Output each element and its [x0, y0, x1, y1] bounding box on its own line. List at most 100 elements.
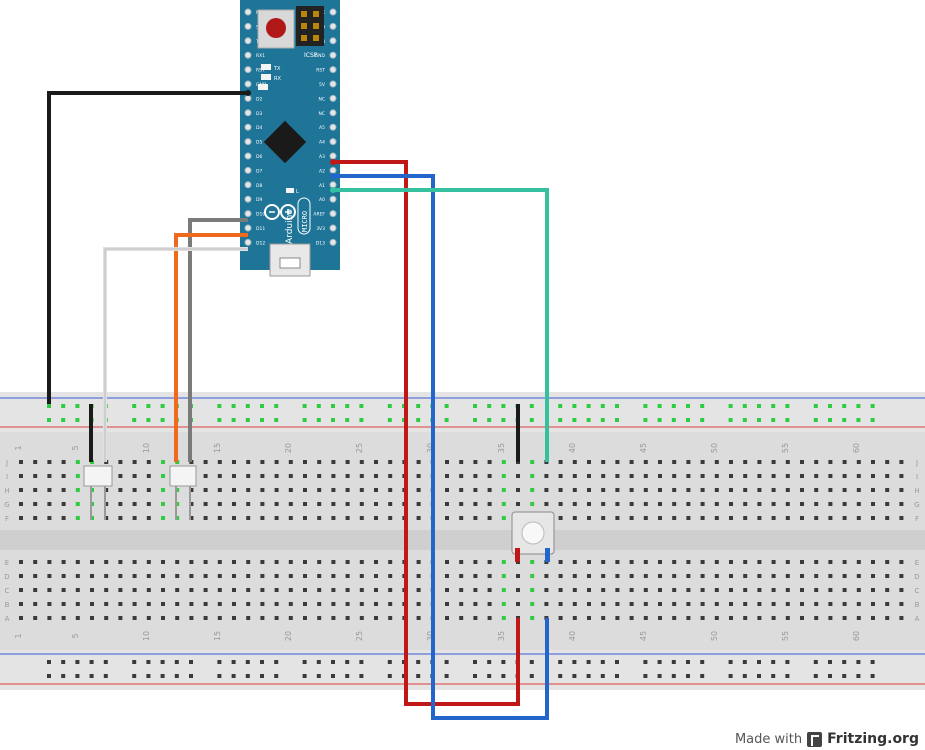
- breadboard-hole: [572, 560, 577, 564]
- breadboard-hole: [47, 460, 52, 464]
- breadboard-hole: [345, 488, 350, 492]
- wire-end-caps: [245, 90, 336, 193]
- breadboard-hole: [217, 404, 222, 408]
- breadboard-hole: [47, 516, 52, 520]
- breadboard-hole: [260, 474, 265, 478]
- column-number: 45: [639, 443, 648, 453]
- breadboard-hole: [785, 616, 790, 620]
- breadboard-hole: [729, 516, 733, 520]
- breadboard-hole: [714, 588, 719, 592]
- breadboard-hole: [459, 574, 464, 578]
- breadboard-hole: [90, 588, 94, 592]
- breadboard-hole: [104, 574, 109, 578]
- breadboard-hole: [487, 602, 492, 606]
- fritzing-brand-link[interactable]: Fritzing.org: [827, 731, 919, 747]
- breadboard-hole: [260, 602, 265, 606]
- breadboard-hole: [828, 574, 833, 578]
- breadboard-hole: [33, 602, 38, 606]
- breadboard-hole: [672, 588, 677, 592]
- breadboard-hole: [61, 516, 66, 520]
- breadboard-hole: [601, 502, 606, 506]
- breadboard-hole: [161, 588, 165, 592]
- breadboard-hole: [700, 404, 705, 408]
- column-number: 20: [284, 443, 293, 453]
- breadboard-hole: [288, 574, 293, 578]
- breadboard-hole: [445, 474, 449, 478]
- breadboard-hole: [274, 660, 279, 664]
- breadboard-hole: [246, 516, 251, 520]
- breadboard-hole: [629, 460, 634, 464]
- breadboard-hole: [899, 488, 904, 492]
- breadboard-hole: [501, 404, 506, 408]
- tx-led: [261, 64, 271, 70]
- breadboard-hole: [885, 488, 890, 492]
- breadboard-hole: [899, 502, 904, 506]
- breadboard-hole: [587, 488, 591, 492]
- breadboard-hole: [785, 418, 790, 422]
- breadboard-hole: [885, 574, 890, 578]
- breadboard-hole: [274, 560, 279, 564]
- breadboard-hole: [217, 574, 222, 578]
- breadboard-hole: [203, 502, 208, 506]
- breadboard-hole: [487, 616, 492, 620]
- breadboard-hole: [146, 516, 151, 520]
- breadboard-hole: [246, 574, 251, 578]
- arduino-pin: [244, 109, 252, 117]
- arduino-pin-label: A1: [319, 183, 325, 189]
- breadboard-hole: [729, 460, 733, 464]
- breadboard-hole: [587, 516, 591, 520]
- breadboard-hole: [19, 474, 23, 478]
- breadboard-hole: [572, 460, 577, 464]
- breadboard-hole: [19, 560, 23, 564]
- breadboard-hole: [771, 404, 776, 408]
- breadboard-hole: [885, 516, 890, 520]
- breadboard-hole: [842, 404, 847, 408]
- breadboard-hole: [274, 674, 279, 678]
- breadboard-hole: [558, 502, 563, 506]
- breadboard-hole: [657, 674, 662, 678]
- breadboard-hole: [288, 602, 293, 606]
- breadboard-hole: [501, 474, 506, 478]
- breadboard-hole: [615, 418, 619, 422]
- breadboard-hole: [104, 560, 109, 564]
- column-number: 20: [284, 631, 293, 641]
- breadboard-hole: [742, 674, 747, 678]
- breadboard-hole: [387, 404, 392, 408]
- breadboard-hole: [459, 460, 464, 464]
- breadboard-hole: [75, 460, 80, 464]
- breadboard-hole: [686, 418, 690, 422]
- row-letter: B: [915, 601, 920, 609]
- breadboard-hole: [501, 602, 506, 606]
- breadboard-hole: [161, 602, 165, 606]
- breadboard-hole: [118, 588, 123, 592]
- breadboard-hole: [416, 460, 421, 464]
- breadboard-hole: [47, 660, 51, 664]
- breadboard-hole: [345, 588, 350, 592]
- breadboard-hole: [658, 574, 662, 578]
- breadboard-hole: [288, 474, 293, 478]
- breadboard-hole: [374, 474, 378, 478]
- breadboard-hole: [516, 488, 520, 492]
- breadboard-hole: [444, 404, 449, 408]
- usb-port: [279, 257, 301, 269]
- breadboard-hole: [160, 418, 165, 422]
- breadboard-hole: [714, 460, 719, 464]
- breadboard-hole: [686, 602, 691, 606]
- breadboard-hole: [828, 602, 833, 606]
- breadboard-hole: [161, 516, 165, 520]
- breadboard-hole: [161, 502, 165, 506]
- breadboard-hole: [260, 560, 265, 564]
- teal-wire-a1: [333, 188, 549, 462]
- breadboard-hole: [629, 502, 634, 506]
- breadboard-hole: [388, 516, 393, 520]
- breadboard-hole: [203, 602, 208, 606]
- breadboard-hole: [729, 488, 733, 492]
- breadboard-hole: [359, 602, 364, 606]
- breadboard-hole: [643, 460, 648, 464]
- footer: Made with Fritzing.org: [735, 731, 919, 747]
- breadboard-hole: [700, 588, 705, 592]
- breadboard-hole: [61, 660, 66, 664]
- breadboard-hole: [104, 616, 109, 620]
